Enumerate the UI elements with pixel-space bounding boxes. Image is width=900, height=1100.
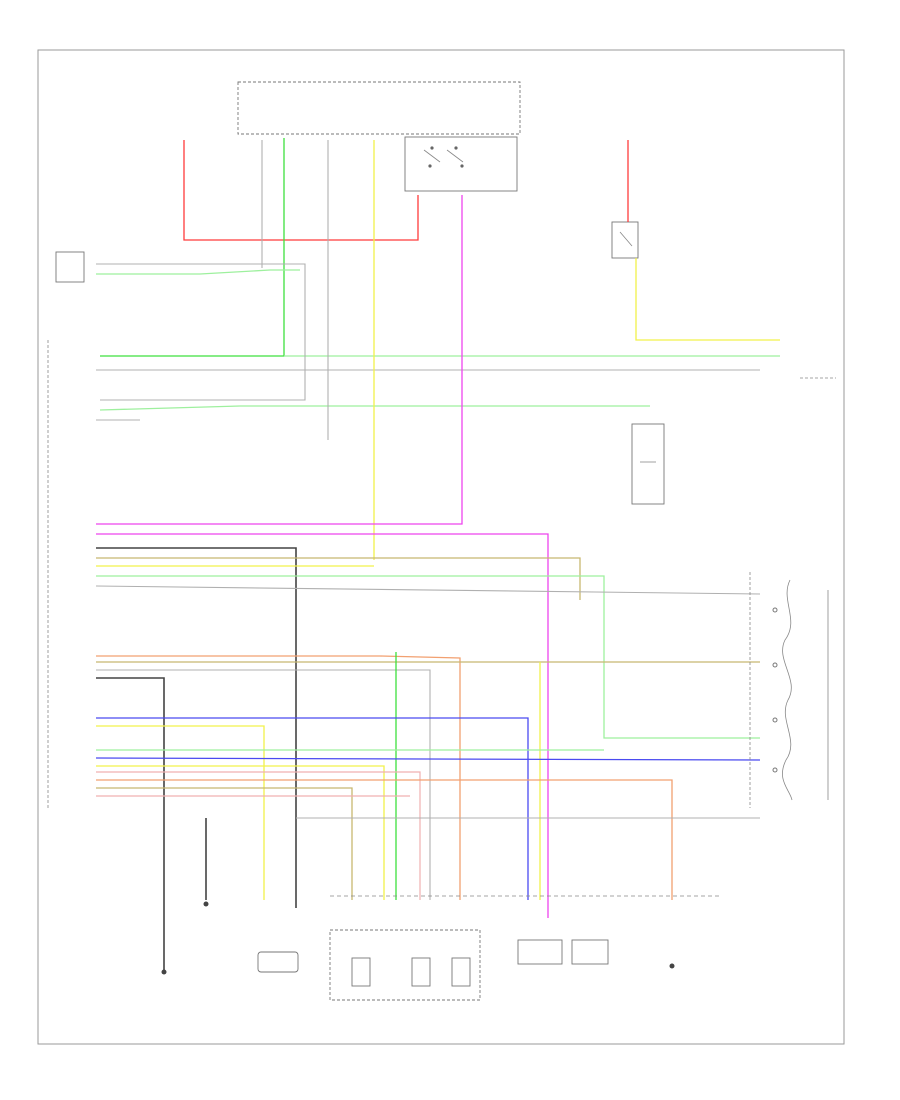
- selector-position-switch: [749, 572, 829, 808]
- obd-connector: [55, 251, 85, 283]
- bottom-component-4: [329, 929, 481, 1001]
- control-unit-top: [237, 81, 521, 192]
- bottom-component-1: [161, 969, 167, 975]
- shift-lock-switch: [631, 423, 665, 505]
- bottom-component-5: [517, 939, 563, 965]
- bottom-component-3: [257, 951, 299, 973]
- relay-right: [611, 221, 639, 259]
- bottom-component-6: [571, 939, 609, 965]
- bottom-component-2: [203, 901, 209, 907]
- diagram-frame: [37, 49, 845, 1045]
- wires-middle: [95, 533, 761, 970]
- bottom-component-7: [669, 963, 675, 969]
- wires-top: [96, 138, 780, 560]
